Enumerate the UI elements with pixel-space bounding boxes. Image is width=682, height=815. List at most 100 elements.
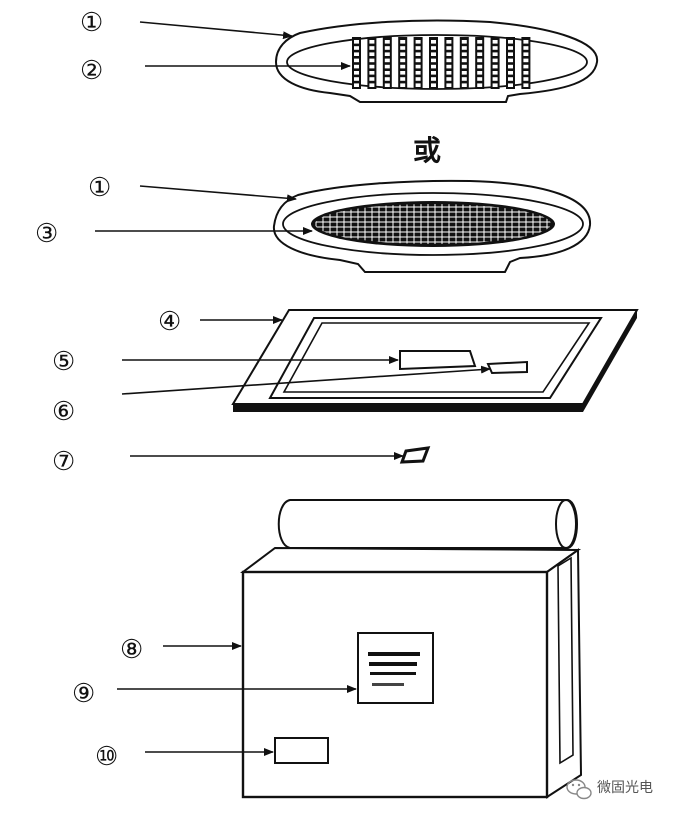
chip-6-rect xyxy=(486,360,528,375)
tray-with-pockets xyxy=(274,19,599,103)
die-pocket xyxy=(461,40,467,44)
die-pocket xyxy=(431,52,436,56)
die-pocket-column xyxy=(521,37,531,89)
die-pocket-column xyxy=(459,37,469,89)
die-pocket-column xyxy=(367,37,377,89)
tray-with-wafer xyxy=(272,179,592,273)
callout-3: ③ xyxy=(35,219,58,249)
die-pocket xyxy=(492,58,498,63)
die-pocket xyxy=(354,64,359,69)
die-pocket xyxy=(354,52,359,56)
packaging-box xyxy=(240,499,583,799)
box-top-face xyxy=(240,546,582,573)
die-pocket-column xyxy=(444,37,454,89)
die-pocket xyxy=(431,40,436,44)
die-pocket xyxy=(446,64,452,69)
die-pocket-column xyxy=(506,37,515,89)
die-pocket xyxy=(431,77,436,81)
die-pocket xyxy=(446,77,452,81)
die-pocket xyxy=(461,64,467,69)
die-pocket xyxy=(431,71,436,75)
die-pocket-column xyxy=(429,37,438,89)
die-pocket xyxy=(384,64,390,69)
die-pocket xyxy=(369,71,375,75)
die-pocket xyxy=(384,46,390,50)
die-pocket xyxy=(369,83,375,87)
callout-6: ⑥ xyxy=(52,397,75,427)
die-pocket xyxy=(523,52,529,56)
die-pocket xyxy=(477,83,483,87)
die-pocket xyxy=(400,58,406,63)
die-pocket xyxy=(354,40,359,44)
die-pocket-column xyxy=(382,37,392,89)
die-pocket xyxy=(461,52,467,56)
chip-5-rect xyxy=(399,350,477,371)
watermark-text: 微固光电 xyxy=(597,780,653,796)
die-pocket xyxy=(415,58,421,63)
die-pocket xyxy=(461,83,467,87)
die-pocket xyxy=(369,77,375,81)
die-pocket xyxy=(477,58,483,63)
die-pocket xyxy=(446,52,452,56)
die-pocket xyxy=(461,77,467,81)
die-pocket xyxy=(415,40,421,44)
wechat-icon xyxy=(566,779,592,800)
die-pocket xyxy=(492,64,498,69)
die-pocket xyxy=(477,71,483,75)
die-pocket xyxy=(384,83,390,87)
die-pocket xyxy=(400,46,406,50)
leader-arrows xyxy=(95,21,491,756)
die-pocket xyxy=(369,46,375,50)
die-pocket xyxy=(415,71,421,75)
die-pocket xyxy=(508,71,513,75)
die-pocket xyxy=(523,58,529,63)
die-pocket-column xyxy=(398,37,408,89)
die-pocket xyxy=(508,64,513,69)
die-pocket xyxy=(431,46,436,50)
die-pocket xyxy=(492,46,498,50)
die-pocket xyxy=(354,58,359,63)
die-pocket xyxy=(492,52,498,56)
die-pocket xyxy=(415,52,421,56)
die-pocket xyxy=(523,46,529,50)
die-pocket xyxy=(369,58,375,63)
die-pocket xyxy=(492,40,498,44)
callout-1b: ① xyxy=(88,173,111,203)
or-label: 或 xyxy=(413,134,441,167)
die-pocket xyxy=(508,40,513,44)
die-pocket xyxy=(400,52,406,56)
box-side-inner xyxy=(557,556,574,765)
die-pocket xyxy=(431,64,436,69)
die-pocket xyxy=(400,40,406,44)
die-pocket xyxy=(369,40,375,44)
die-pocket xyxy=(415,77,421,81)
label-text-lines xyxy=(368,652,420,686)
die-pocket-column xyxy=(490,37,500,89)
die-pocket xyxy=(400,83,406,87)
box-roll-top xyxy=(277,499,578,549)
box-label-9 xyxy=(357,632,434,704)
die-pocket xyxy=(508,83,513,87)
die-pocket xyxy=(384,77,390,81)
arrow-6 xyxy=(121,365,491,395)
die-pocket xyxy=(523,83,529,87)
die-pocket xyxy=(508,46,513,50)
die-pocket xyxy=(415,46,421,50)
die-pocket xyxy=(369,64,375,69)
die-pocket xyxy=(492,77,498,81)
die-pocket xyxy=(492,71,498,75)
die-pocket xyxy=(523,64,529,69)
die-pocket xyxy=(477,77,483,81)
die-pocket xyxy=(384,40,390,44)
die-pocket xyxy=(508,58,513,63)
die-pocket xyxy=(446,83,452,87)
carrier-board xyxy=(231,309,639,412)
die-pocket xyxy=(400,71,406,75)
die-pocket xyxy=(446,71,452,75)
callout-4: ④ xyxy=(158,307,181,337)
callout-10: ⑩ xyxy=(95,742,118,772)
die-pocket xyxy=(431,83,436,87)
watermark: 微固光电 xyxy=(566,779,653,800)
die-pocket xyxy=(384,71,390,75)
die-pocket xyxy=(354,77,359,81)
